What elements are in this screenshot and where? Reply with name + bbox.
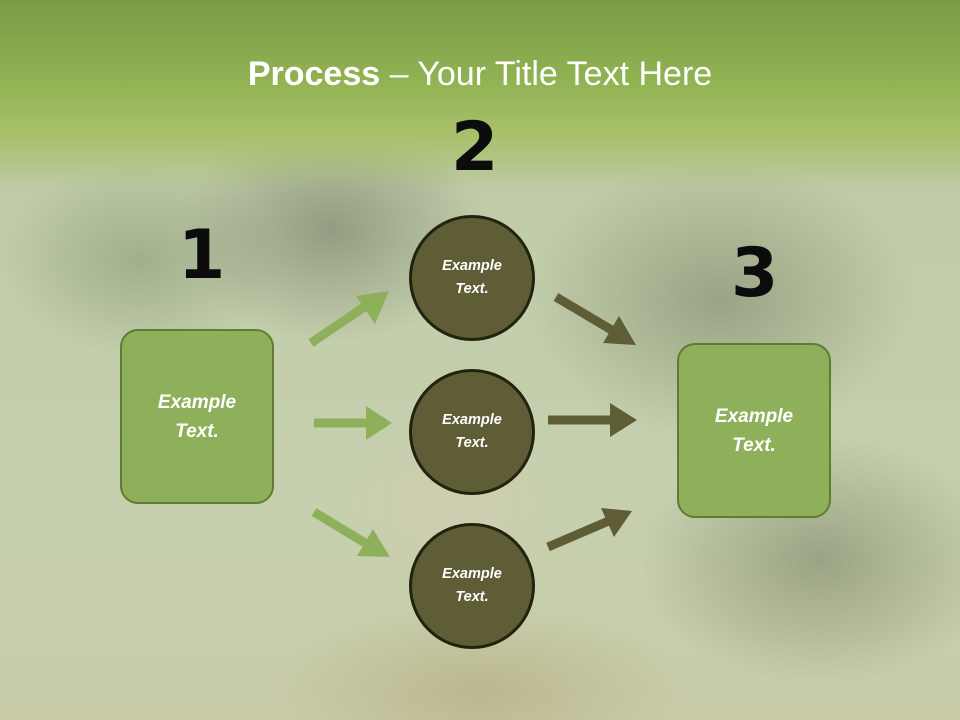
circle-top[interactable]: Example Text. [409,215,535,341]
slide-title[interactable]: Process – Your Title Text Here [0,52,960,96]
step-number-2: 2 [451,108,499,187]
step-number-1: 1 [178,216,226,295]
circle-top-text: Example Text. [442,258,502,297]
circle-middle[interactable]: Example Text. [409,369,535,495]
title-rest: – Your Title Text Here [380,55,713,93]
arrow-top-to-3 [553,293,636,345]
arrow-bottom-to-3 [546,508,632,552]
step-1-text: Example Text. [157,391,237,442]
step-number-3: 3 [731,234,779,313]
header-band [0,0,960,190]
step-1-box[interactable]: Example Text. [120,329,274,504]
arrow-1-to-top [308,291,389,347]
arrow-middle-to-3 [548,403,637,437]
arrow-1-to-bottom [311,508,390,557]
circle-middle-text: Example Text. [442,412,502,451]
step-3-text: Example Text. [714,405,794,456]
title-bold: Process [247,55,381,93]
circle-bottom[interactable]: Example Text. [409,523,535,649]
step-3-box[interactable]: Example Text. [677,343,831,518]
circle-bottom-text: Example Text. [442,566,502,605]
arrow-1-to-middle [314,406,392,440]
